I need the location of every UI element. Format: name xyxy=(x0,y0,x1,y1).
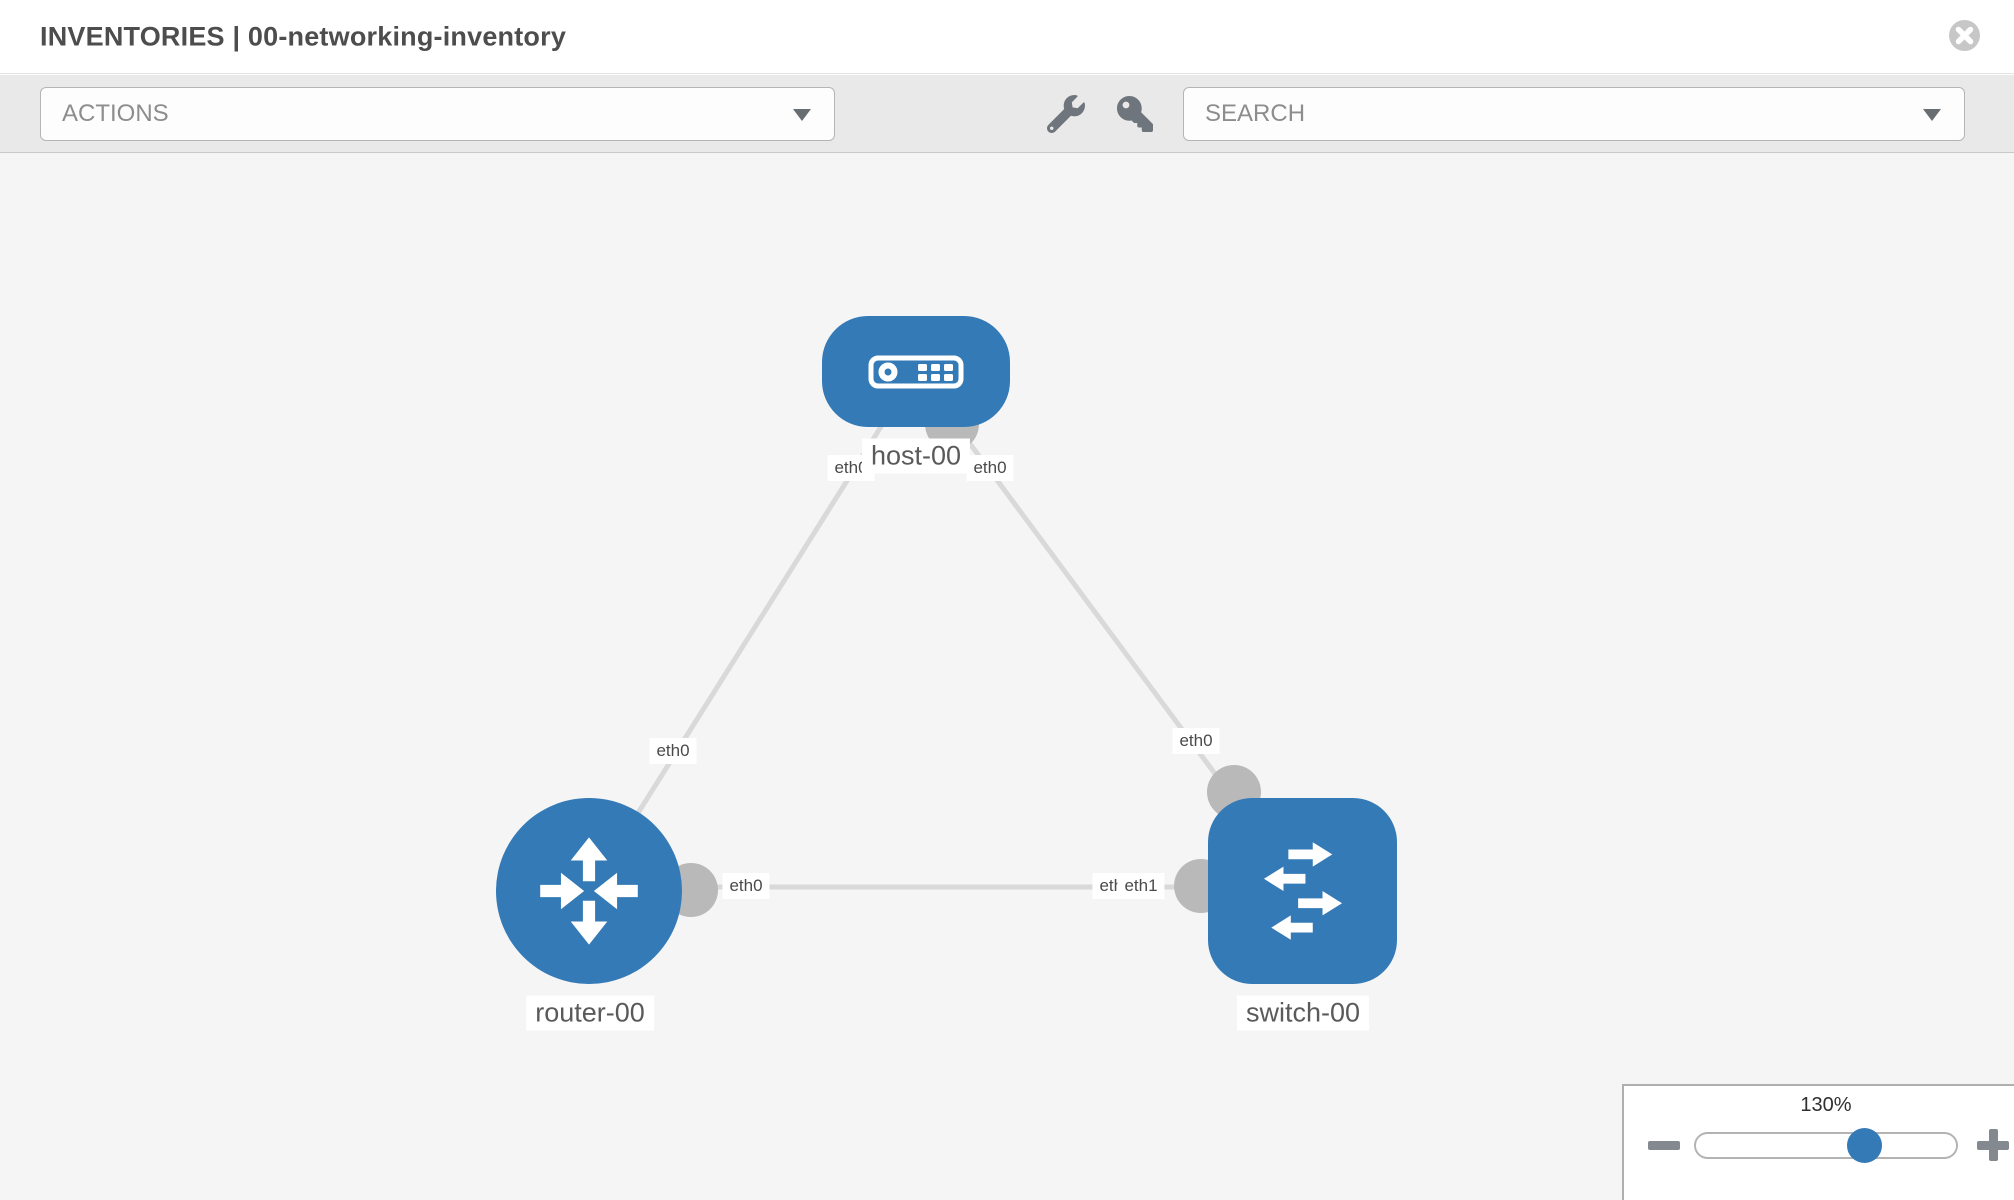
actions-dropdown[interactable]: ACTIONS xyxy=(40,87,835,141)
zoom-slider-thumb[interactable] xyxy=(1847,1128,1882,1163)
node-label-switch: switch-00 xyxy=(1236,995,1370,1031)
iface-label-switch-eth1: eth1 xyxy=(1117,873,1165,899)
router-arrows-icon xyxy=(540,837,638,945)
minus-icon[interactable] xyxy=(1648,1141,1680,1150)
circle-x-icon xyxy=(1949,20,1980,51)
key-button[interactable] xyxy=(1117,95,1153,132)
topology-canvas[interactable]: host-00 router-00 switch-00 eth0 eth0 et… xyxy=(0,153,2014,1200)
node-label-host: host-00 xyxy=(861,438,971,474)
header: INVENTORIES | 00-networking-inventory xyxy=(0,0,2014,74)
iface-label-host-eth0-right: eth0 xyxy=(966,455,1014,481)
page-title: INVENTORIES | 00-networking-inventory xyxy=(40,21,567,51)
switch-arrows-icon xyxy=(1263,842,1342,940)
iface-label-switch-eth0-uplink: eth0 xyxy=(1172,728,1220,754)
iface-label-router-eth0: eth0 xyxy=(722,873,770,899)
node-host-00[interactable] xyxy=(822,316,1010,427)
plus-icon[interactable] xyxy=(1976,1128,2010,1162)
zoom-slider-track[interactable] xyxy=(1694,1132,1958,1159)
plus-icon-bar xyxy=(1989,1129,1998,1161)
caret-down-icon xyxy=(1923,109,1941,121)
zoom-control-panel: 130% xyxy=(1622,1084,2014,1200)
wrench-button[interactable] xyxy=(1047,94,1085,133)
search-dropdown-value: SEARCH xyxy=(1205,100,1306,127)
toolbar: ACTIONS SEARCH xyxy=(0,75,2014,153)
search-dropdown[interactable]: SEARCH xyxy=(1183,87,1965,141)
iface-label-router-eth0-uplink: eth0 xyxy=(649,738,697,764)
node-switch-00[interactable] xyxy=(1208,798,1397,984)
server-icon xyxy=(868,355,964,388)
zoom-percent-label: 130% xyxy=(1800,1094,1852,1116)
node-router-00[interactable] xyxy=(496,798,682,984)
caret-down-icon xyxy=(793,109,811,121)
actions-dropdown-value: ACTIONS xyxy=(62,100,169,127)
close-button[interactable] xyxy=(1948,19,1981,52)
key-icon xyxy=(1117,95,1153,132)
wrench-icon xyxy=(1047,94,1085,133)
node-label-router: router-00 xyxy=(526,995,654,1031)
